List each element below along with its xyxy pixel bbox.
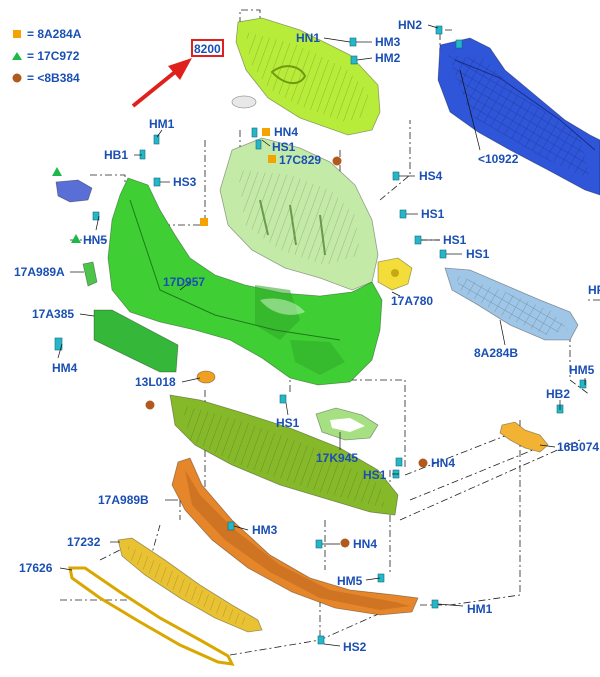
fog-lamp [196,370,216,384]
label-hm2: HM2 [375,51,401,65]
label-hs1-f: HS1 [363,468,387,482]
marker-circle-17c829 [332,156,342,166]
label-17a989a: 17A989A [14,265,65,279]
label-hn1: HN1 [296,31,320,45]
leader-lines [57,24,586,647]
grille-emblem [231,95,257,109]
highlight-label: 8200 [194,42,221,56]
marker-square-carrier [200,218,208,226]
label-hp-partial: HP [588,283,600,297]
diagram-markers [52,128,428,548]
label-hm3-bot: HM3 [252,523,278,537]
label-17c829: 17C829 [279,153,321,167]
lower-valance [171,457,419,616]
marker-circle-hn4-bot [340,538,350,548]
lower-grille [117,537,263,633]
grille-carrier [219,137,379,291]
label-hm4: HM4 [52,361,78,375]
label-hn4-mid: HN4 [431,456,455,470]
bumper-cover [107,177,383,386]
label-10922: <10922 [478,152,519,166]
lower-shield [169,394,399,516]
label-hs1-a: HS1 [272,140,296,154]
label-hs4: HS4 [419,169,443,183]
side-bracket-left [55,179,93,203]
label-hb2: HB2 [546,387,570,401]
label-hm1-bot: HM1 [467,602,493,616]
marker-circle-shield [145,400,155,410]
label-hs1-b: HS1 [421,207,445,221]
label-hs1-c: HS1 [443,233,467,247]
highlight-callout: 8200 [131,39,224,108]
bumper-reinforcement [437,37,600,196]
label-hm5-bot: HM5 [337,574,363,588]
label-hs1-e: HS1 [276,416,300,430]
label-8a284b: 8A284B [474,346,518,360]
legend: = 8A284A = 17C972 = <8B384 [12,27,82,85]
marker-circle-hn4-mid [418,458,428,468]
label-hs2: HS2 [343,640,367,654]
upper-grille [231,17,381,136]
label-hn4-bot: HN4 [353,537,377,551]
highlight-arrow-shaft [131,66,182,108]
bracket-17a989a [82,261,98,287]
fog-bezel-17k945 [315,407,379,441]
lower-grille-bezel [68,566,235,666]
label-17a780: 17A780 [391,294,433,308]
label-hn4-top: HN4 [274,125,298,139]
label-hm1-top: HM1 [149,117,175,131]
label-17626: 17626 [19,561,53,575]
marker-triangle-hn5 [71,234,81,243]
label-hs1-d: HS1 [466,247,490,261]
legend-item-3: = <8B384 [27,71,80,85]
marker-square-17c829 [268,155,276,163]
label-16b074: 16B074 [557,440,599,454]
legend-triangle-marker [12,52,22,60]
label-17232: 17232 [67,535,101,549]
legend-item-2: = 17C972 [27,49,80,63]
label-13l018: 13L018 [135,375,176,389]
bracket-17a780 [377,257,413,291]
highlight-arrow-head [168,58,192,80]
legend-circle-marker [12,73,22,83]
bracket-16b074 [499,421,549,453]
label-hn5: HN5 [83,233,107,247]
part-labels: HN1 HM3 HM2 HN2 <10922 HM1 HB1 HN4 HS1 1… [14,18,600,654]
label-17a385: 17A385 [32,307,74,321]
label-hn2: HN2 [398,18,422,32]
energy-absorber [444,267,579,341]
label-hb1: HB1 [104,148,128,162]
label-17d957: 17D957 [163,275,205,289]
marker-triangle-top [52,167,62,176]
label-hs3: HS3 [173,175,197,189]
legend-square-marker [13,30,21,38]
marker-square-hn4 [262,128,270,136]
legend-item-1: = 8A284A [27,27,82,41]
label-17a989b: 17A989B [98,493,149,507]
label-hm5: HM5 [569,363,595,377]
highlight-box [191,39,224,57]
license-plate-bracket [93,309,179,373]
label-17k945: 17K945 [316,451,358,465]
label-hm3-top: HM3 [375,35,401,49]
